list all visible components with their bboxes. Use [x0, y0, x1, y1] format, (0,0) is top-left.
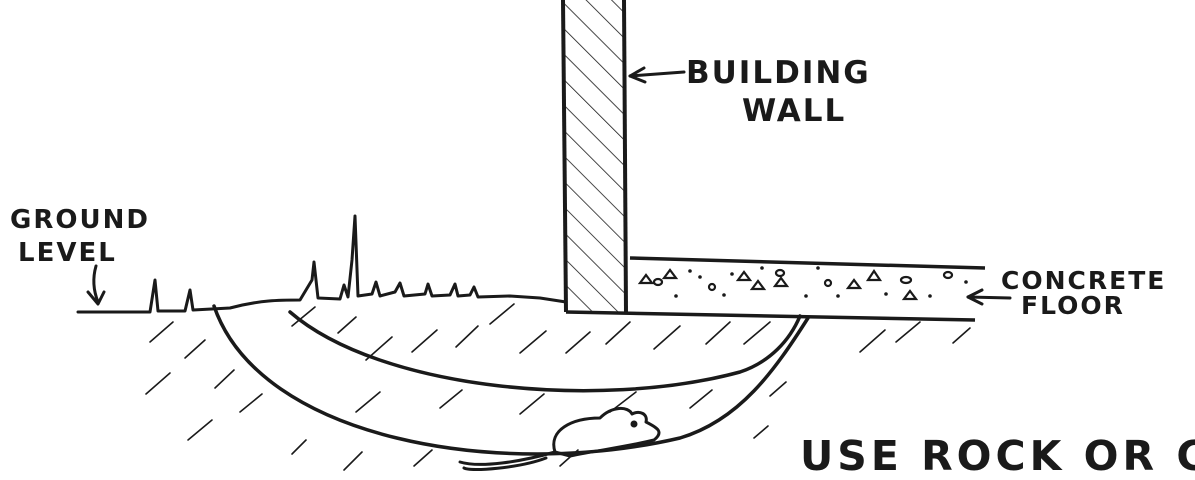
building-wall-label-line2: WALL: [742, 96, 846, 127]
concrete-floor-label-line2: FLOOR: [1021, 293, 1125, 318]
floor-arrow: [968, 297, 1010, 298]
rat-icon: [460, 408, 659, 469]
concrete-floor-label-line1: CONCRETE: [1001, 268, 1166, 293]
building-wall: [563, 0, 626, 312]
ground-arrow: [94, 266, 98, 302]
concrete-aggregate: [640, 270, 952, 299]
burrow-tunnel: [214, 306, 808, 454]
ground-surface: [78, 216, 566, 312]
ground-level-label-line1: GROUND: [10, 207, 150, 233]
concrete-dots: [674, 266, 968, 298]
leader-arrows: [88, 68, 1010, 304]
ground-level-label-line2: LEVEL: [18, 240, 117, 266]
concrete-floor: [566, 258, 985, 320]
caption-text: USE ROCK OR CO: [800, 436, 1195, 477]
building-wall-label-line1: BUILDING: [686, 58, 871, 89]
